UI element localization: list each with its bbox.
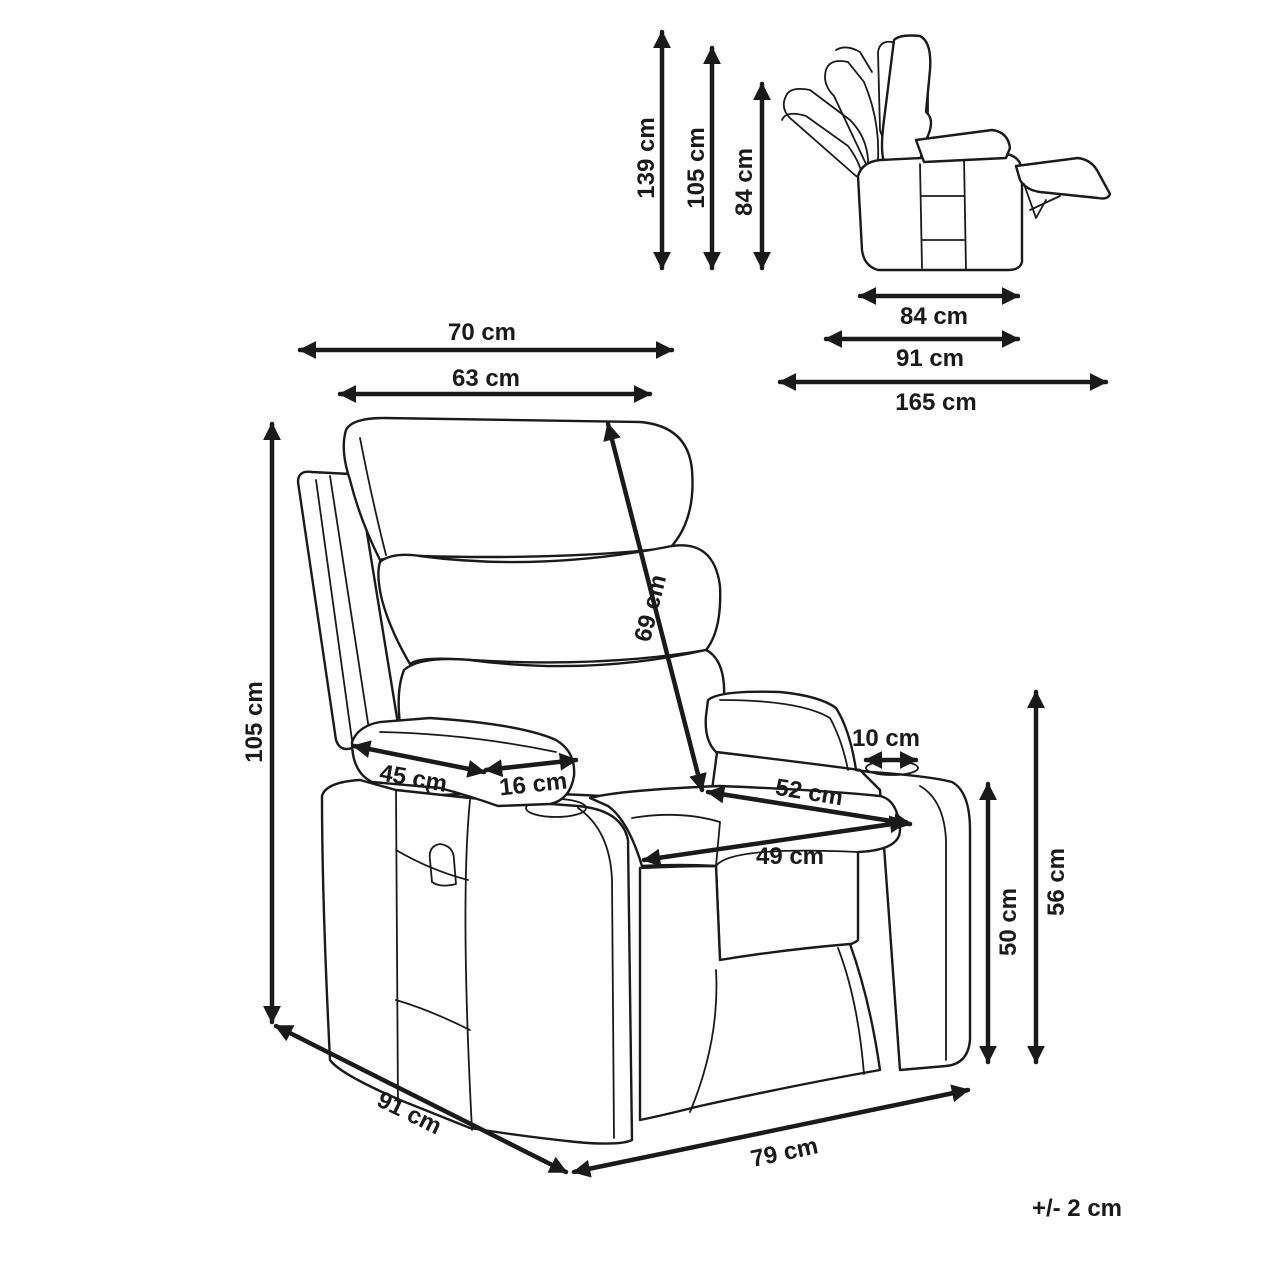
label-height: 105 cm (241, 681, 268, 762)
recliner-side-view (781, 34, 1112, 272)
label-arm-height: 50 cm (995, 888, 1022, 956)
label-recline-depth-upright: 84 cm (900, 303, 968, 330)
lever-handle (428, 843, 457, 887)
label-tolerance: +/- 2 cm (1032, 1195, 1122, 1222)
width-line (571, 1084, 971, 1178)
backrest-height-line (603, 421, 707, 793)
label-seat-width: 49 cm (756, 843, 824, 870)
backrest-top-cushion (342, 416, 694, 562)
left-arm-body (320, 778, 634, 1145)
label-width: 79 cm (748, 1132, 820, 1173)
recline-dimension-lines (653, 29, 1109, 391)
dimension-lines (263, 341, 1045, 1178)
armrest-width-line (483, 752, 579, 778)
label-arm-height-top: 56 cm (1043, 848, 1070, 916)
depth-line (273, 1023, 569, 1175)
label-overall-width: 70 cm (448, 319, 516, 346)
label-recline-depth-reclined: 165 cm (895, 389, 976, 416)
label-recline-height-mid: 105 cm (683, 127, 710, 208)
backrest-middle-cushion (377, 544, 722, 666)
seat-width-line (641, 815, 909, 867)
label-recline-height-max: 139 cm (633, 117, 660, 198)
label-recline-height-min: 84 cm (731, 148, 758, 216)
label-cupholder: 10 cm (852, 725, 920, 752)
label-back-width: 63 cm (452, 365, 520, 392)
seat-cushion (588, 784, 902, 962)
label-recline-depth-mid: 91 cm (896, 345, 964, 372)
armrest-length-line (351, 740, 487, 778)
